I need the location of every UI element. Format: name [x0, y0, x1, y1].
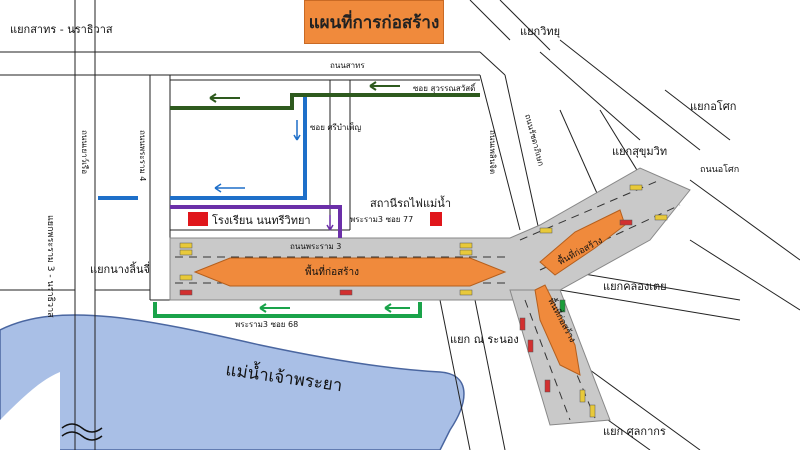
construction-area-main [193, 257, 507, 287]
label-rama3-rd: ถนนพระราม 3 [290, 242, 341, 251]
construction-area-s [534, 284, 581, 376]
map-title-text: แผนที่การก่อสร้าง [308, 12, 440, 33]
label-nangluenchi: แยกนางลิ้นจี่ [90, 261, 150, 276]
detour-purple [170, 205, 342, 238]
station-marker [430, 212, 442, 226]
school-marker [188, 212, 208, 226]
label-suwan-sawat: ซอย สุวรรณสวัสดิ์ [413, 82, 477, 93]
detour-green [153, 302, 422, 318]
label-withayu: แยกวิทยุ [520, 25, 560, 38]
map-title: แผนที่การก่อสร้าง [304, 0, 444, 44]
label-sathorn-road: ถนนสาทร [330, 61, 365, 70]
label-sunlakakon: แยก ศุลกากร [603, 425, 666, 438]
river-bank-left [0, 372, 60, 450]
label-area-main: พื้นที่ก่อสร้าง [305, 264, 359, 278]
label-asoke-rd: ถนนอโศก [700, 164, 739, 175]
label-station: สถานีรถไฟแม่น้ำ [370, 195, 451, 210]
label-school: โรงเรียน นนทรีวิทยา [212, 213, 311, 227]
detour-green-dark [170, 93, 480, 110]
label-rama4-kaset: ถนนพระราม 4 [138, 130, 147, 181]
label-khlong-toei: แยกคลองเตย [603, 280, 667, 293]
label-sri-bamphen: ซอย ศรีบำเพ็ญ [310, 122, 361, 132]
river [0, 314, 465, 450]
label-narathiwat-rama3: แยกพระราม 3 - นราธิวาส [45, 215, 56, 318]
label-sathorn-narathiwat: แยกสาทร - นราธิวาส [10, 23, 113, 36]
label-phloen-chit: ถนนเพลินจิต [488, 130, 497, 174]
label-soi68: พระราม3 ซอย 68 [235, 320, 298, 329]
label-na-ranong: แยก ณ ระนอง [450, 333, 519, 346]
label-kho-sok: แยกอโศก [690, 99, 736, 113]
label-sukhumvit: แยกสุขุมวิท [612, 145, 667, 158]
label-soi77: พระราม3 ซอย 77 [350, 215, 413, 224]
label-thonsathu: ถนนเยาว์เรือ [80, 130, 90, 174]
label-ratchadaphisek: ถนนรัชดาภิเษก [523, 113, 546, 167]
direction-arrows [209, 81, 410, 313]
vehicles [179, 184, 668, 418]
river-edge-marks [61, 423, 103, 441]
detour-blue [170, 97, 307, 200]
